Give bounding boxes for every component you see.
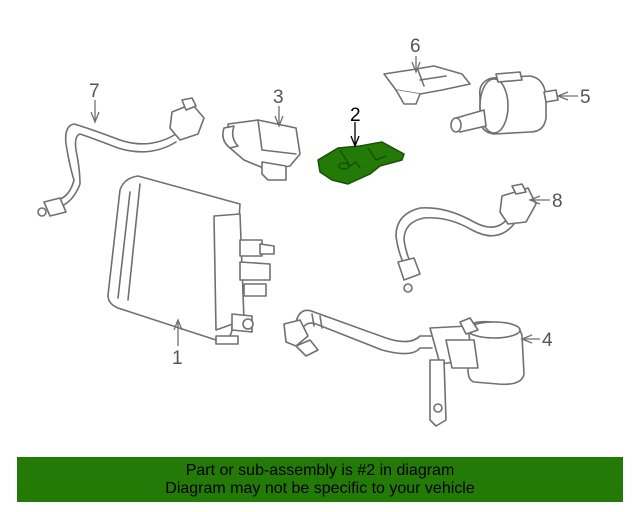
leader-4	[520, 334, 540, 344]
notice-line-2: Diagram may not be specific to your vehi…	[165, 480, 475, 497]
leader-7	[90, 100, 100, 124]
leader-3	[274, 106, 284, 128]
part-4-valve[interactable]	[429, 317, 525, 427]
callout-7: 7	[89, 81, 100, 102]
parts-diagram: 1 2 3 4 5 6 7 8	[37, 36, 591, 427]
part-6-bracket[interactable]	[383, 65, 471, 105]
callout-3: 3	[273, 87, 284, 108]
callout-6: 6	[410, 36, 421, 57]
leader-2	[350, 122, 360, 148]
notice-line-1: Part or sub-assembly is #2 in diagram	[185, 462, 455, 479]
callout-5: 5	[580, 87, 591, 108]
leader-6	[411, 56, 421, 74]
callout-4: 4	[542, 330, 553, 351]
callout-2: 2	[350, 105, 361, 126]
part-2-bracket[interactable]	[317, 141, 405, 185]
leader-5	[556, 91, 578, 101]
notice-banner: Part or sub-assembly is #2 in diagram Di…	[17, 457, 623, 502]
callout-1: 1	[172, 348, 183, 369]
hose-assembly[interactable]	[283, 309, 433, 357]
part-1-canister[interactable]	[107, 175, 275, 345]
part-3-sensor[interactable]	[222, 119, 301, 181]
callout-8: 8	[552, 191, 563, 212]
part-8-sensor-harness[interactable]	[395, 183, 537, 293]
leader-1	[173, 318, 183, 346]
part-5-purge-valve[interactable]	[450, 71, 559, 135]
part-7-sensor-harness[interactable]	[37, 97, 205, 217]
leader-8	[528, 195, 550, 205]
